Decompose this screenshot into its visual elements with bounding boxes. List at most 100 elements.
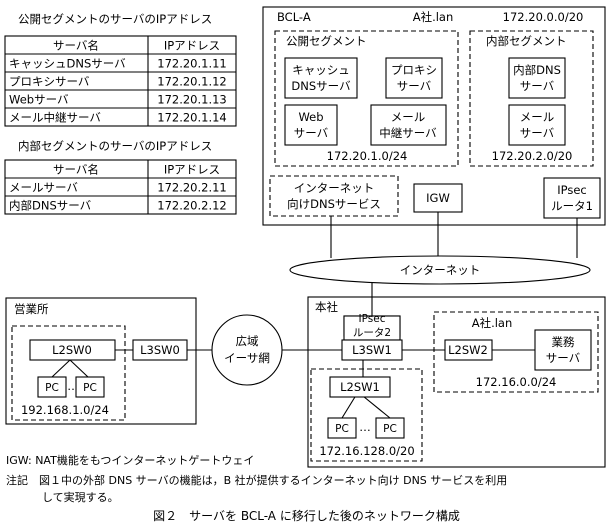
hq-pc-subnet: 172.16.128.0/20 (319, 444, 414, 458)
wide-area-ethernet (211, 314, 283, 386)
internal-table-row-2-name: 内部DNSサーバ (9, 199, 92, 213)
public-table-row-1-name: キャッシュDNSサーバ (9, 57, 126, 71)
internal-segment-label: 内部セグメント (486, 34, 567, 48)
bcl-a-domain: A社.lan (413, 10, 454, 24)
business-server-label-1: 業務 (552, 335, 575, 349)
l2sw0-box (29, 339, 116, 361)
mail-relay-server-label-1: メール (391, 110, 426, 124)
l2sw2-box (444, 339, 493, 361)
cache-dns-server-label-2: DNSサーバ (291, 79, 351, 93)
public-table-header-name: サーバ名 (53, 39, 99, 53)
business-server-label-2: サーバ (546, 351, 581, 365)
headquarters-label: 本社 (315, 300, 338, 314)
hq-pc-1-label: PC (335, 423, 349, 435)
public-table-row-3-ip: 172.20.1.13 (157, 93, 227, 107)
mail-server-box (508, 104, 566, 146)
internal-dns-server-label-2: サーバ (520, 79, 555, 93)
public-table-row-2-ip: 172.20.1.12 (157, 75, 227, 89)
branch-pc-2-label: PC (83, 382, 97, 394)
ipsec-router-1-label-1: IPsec (557, 183, 587, 197)
branch-pc-ellipsis: … (67, 379, 79, 393)
note-line-1: 注記 図１中の外部 DNS サーバの機能は，B 社が提供するインターネット向け … (6, 474, 508, 487)
hq-pc-1-box (327, 417, 357, 439)
branch-office-label: 営業所 (14, 302, 49, 316)
hq-domain: A社.lan (472, 316, 513, 330)
internal-table-header-name: サーバ名 (53, 163, 99, 177)
internal-table-title: 内部セグメントのサーバのIPアドレス (18, 139, 212, 153)
hq-pc-2-label: PC (383, 423, 397, 435)
ipsec-router-1-label-2: ルータ1 (551, 199, 593, 213)
internal-table-row-1-ip: 172.20.2.11 (157, 181, 227, 195)
internal-ip-table: サーバ名 IPアドレス メールサーバ 172.20.2.11 内部DNSサーバ … (4, 159, 237, 215)
internal-table-row-1-name: メールサーバ (9, 181, 78, 195)
internal-segment-subnet: 172.20.2.0/20 (492, 149, 573, 163)
proxy-server-box (385, 57, 443, 99)
public-table-row-3-name: Webサーバ (9, 93, 69, 107)
proxy-server-label-1: プロキシ (391, 63, 437, 77)
public-table-row-2-name: プロキシサーバ (9, 75, 90, 89)
internal-segment: 内部セグメント 内部DNS サーバ メール サーバ 172.20.2.0/20 (469, 30, 594, 167)
bcl-a-label: BCL-A (277, 10, 311, 24)
l3sw1-label: L3SW1 (352, 343, 392, 357)
figure-caption: 図２ サーバを BCL-A に移行した後のネットワーク構成 (153, 509, 460, 523)
igw-note: IGW: NAT機能をもつインターネットゲートウェイ (6, 454, 255, 467)
public-table-title: 公開セグメントのサーバのIPアドレス (18, 12, 212, 26)
ipsec-router-2-label-1: IPsec (359, 313, 386, 325)
bcl-a-network: 172.20.0.0/20 (503, 10, 584, 24)
hq-pc-2-box (375, 417, 405, 439)
public-segment-subnet: 172.20.1.0/24 (327, 149, 408, 163)
hq-server-subnet: 172.16.0.0/24 (476, 375, 557, 389)
public-segment: 公開セグメント キャッシュ DNSサーバ プロキシ サーバ Web サーバ メー… (274, 30, 459, 167)
proxy-server-label-2: サーバ (397, 79, 432, 93)
internet-dns-service-box (269, 175, 399, 217)
public-segment-label: 公開セグメント (286, 34, 367, 48)
public-table-header-ip: IPアドレス (164, 39, 220, 53)
igw-label: IGW (426, 191, 450, 205)
ipsec-router-2-label-2: ルータ2 (353, 327, 391, 339)
web-server-label-2: サーバ (294, 126, 329, 140)
mail-relay-server-box (370, 104, 447, 146)
branch-lan-segment (11, 325, 126, 421)
internal-table-header-ip: IPアドレス (164, 163, 220, 177)
hq-server-segment (433, 311, 599, 393)
l3sw0-box (132, 339, 188, 361)
igw-box (413, 183, 463, 213)
wan-label-1: 広域 (236, 334, 259, 348)
l2sw0-label: L2SW0 (52, 343, 92, 357)
internet-dns-service-label-2: 向けDNSサービス (287, 197, 381, 211)
hq-pc-segment (310, 368, 423, 462)
branch-subnet: 192.168.1.0/24 (21, 403, 109, 417)
internal-dns-server-label-1: 内部DNS (513, 63, 561, 77)
mail-relay-server-label-2: 中継サーバ (379, 126, 437, 140)
l2sw1-label: L2SW1 (340, 380, 380, 394)
internet-dns-service-label-1: インターネット (294, 181, 375, 195)
cache-dns-server-label-1: キャッシュ (292, 63, 350, 77)
internal-dns-server-box (508, 57, 566, 99)
l2sw1-box (329, 376, 391, 398)
bcl-a-area: BCL-A A社.lan 172.20.0.0/20 公開セグメント キャッシュ… (262, 6, 606, 226)
mail-server-label-2: サーバ (520, 126, 555, 140)
internet-label: インターネット (400, 263, 481, 277)
public-ip-table: サーバ名 IPアドレス キャッシュDNSサーバ 172.20.1.11 プロキシ… (4, 35, 237, 127)
business-server-box (534, 329, 592, 371)
l3sw1-box (341, 339, 403, 361)
web-server-box (284, 104, 338, 146)
hq-pc-ellipsis: … (359, 420, 371, 434)
internal-table-row-2-ip: 172.20.2.12 (157, 199, 227, 213)
public-table-row-4-ip: 172.20.1.14 (157, 111, 227, 125)
branch-office-area: 営業所 L2SW0 PC … PC 192.168.1.0/24 L3SW0 (5, 297, 197, 425)
branch-pc-1-box (37, 376, 67, 398)
web-server-label-1: Web (298, 110, 323, 124)
ipsec-router-1-box (543, 177, 601, 219)
cache-dns-server-box (284, 57, 358, 99)
note-line-2: して実現する。 (42, 491, 119, 504)
l2sw2-label: L2SW2 (448, 343, 488, 357)
public-table-row-4-name: メール中継サーバ (9, 111, 101, 125)
wan-label-2: イーサ網 (224, 351, 270, 365)
l3sw0-label: L3SW0 (140, 343, 180, 357)
mail-server-label-1: メール (520, 110, 555, 124)
headquarters-area: 本社 IPsec ルータ2 L3SW1 L2SW1 PC … PC 172.16… (307, 296, 606, 468)
internet-cloud (289, 255, 591, 285)
branch-pc-2-box (75, 376, 105, 398)
